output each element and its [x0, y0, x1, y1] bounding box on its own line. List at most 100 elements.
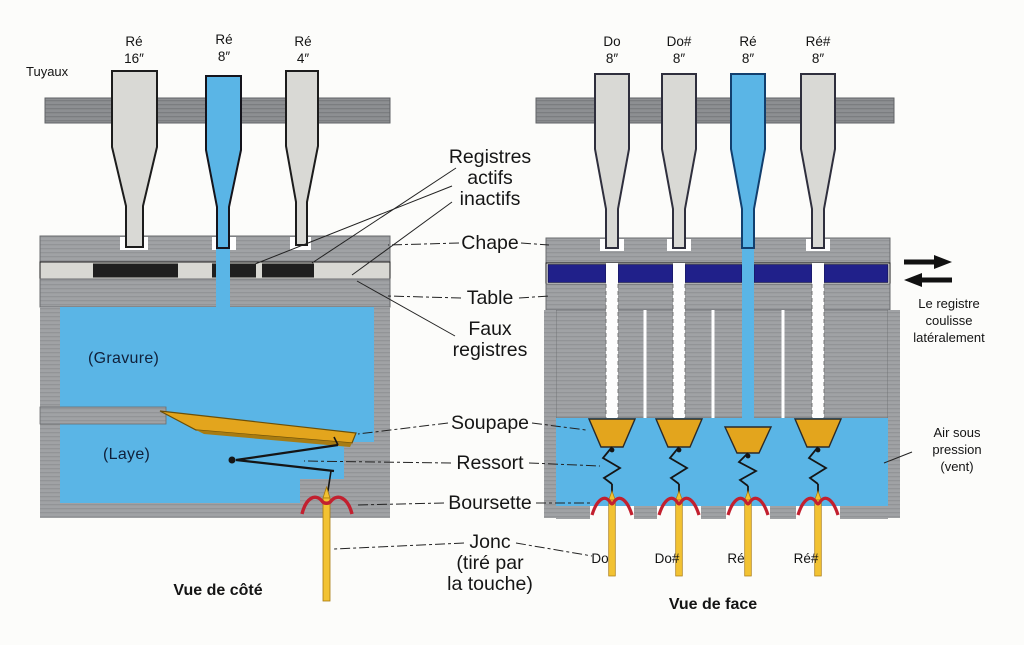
pipe-label: Do# 8″ [647, 33, 711, 67]
pipe-label: Do 8″ [580, 33, 644, 67]
tuyaux-label: Tuyaux [26, 64, 69, 79]
pouch-boursettes [590, 496, 840, 516]
pipe-note: Ré [215, 32, 233, 47]
register-active [262, 263, 314, 278]
jonc-line: (tiré par [456, 552, 524, 574]
chest-floor [556, 506, 888, 519]
pipe-note: Do [603, 34, 621, 49]
pallet-valve [159, 410, 357, 447]
jonc-note-label: Do# [654, 551, 680, 566]
chest-right-wall [888, 310, 900, 518]
table-block [545, 283, 891, 311]
register-slider [547, 264, 607, 283]
pipe-re-4 [285, 70, 319, 246]
air-pressure-note: Air sous pression (vent) [903, 424, 1011, 475]
pipe-re-8-active [205, 75, 242, 249]
slider-note-line: Le registre [918, 296, 980, 311]
pipe-pitch: 8″ [811, 51, 825, 66]
air-pointer-line [883, 451, 913, 464]
pallet-do-sharp [654, 418, 704, 448]
boursette-label: Boursette [448, 492, 532, 514]
pipe-pitch: 16″ [124, 51, 144, 66]
pipe-pitch: 8″ [605, 51, 619, 66]
front-view-caption: Vue de face [668, 596, 758, 613]
pouch-boursette [300, 495, 354, 515]
pipe-pitch: 8″ [741, 51, 755, 66]
pipe-label: Ré# 8″ [786, 33, 850, 67]
jonc-rods [608, 489, 822, 577]
slider-note-line: coulisse [925, 313, 973, 328]
registres-line: actifs [467, 167, 513, 189]
slider-register-row [545, 262, 891, 285]
laye-label: (Laye) [103, 446, 151, 463]
faux-registres-line: Faux [468, 318, 512, 340]
side-view-diagram [39, 70, 391, 602]
side-view-caption: Vue de côté [173, 582, 263, 599]
pallet-do [587, 418, 637, 448]
pallet-valves [587, 418, 843, 454]
registres-label: Registres actifs inactifs [425, 147, 555, 210]
pipe-note: Ré [294, 34, 312, 49]
block-separation [643, 310, 647, 418]
register-slider [617, 264, 674, 283]
pipe-pitch: 8″ [672, 51, 686, 66]
registres-line: inactifs [459, 188, 521, 210]
registres-line: Registres [448, 146, 532, 168]
pipe-re-8-active [730, 73, 766, 249]
rack-board [535, 97, 895, 124]
block-separation [781, 310, 785, 418]
pipe-pitch: 4″ [296, 51, 310, 66]
wind-channel-re [742, 238, 754, 418]
register-active [93, 263, 178, 278]
jonc-note-label: Ré# [793, 551, 819, 566]
air-note-line: pression [932, 442, 982, 457]
soupape-label: Soupape [450, 412, 530, 434]
ressort-label: Ressort [456, 452, 524, 474]
faux-registres-label: Faux registres [425, 319, 555, 361]
table-block [39, 278, 391, 308]
chape-label: Chape [461, 232, 519, 254]
pipe-do-8 [594, 73, 630, 249]
faux-registres-line: registres [452, 339, 528, 361]
register-slider [684, 264, 743, 283]
pallet-re-open [723, 426, 773, 454]
pipe-re-16 [111, 70, 158, 248]
gravure-floor-partition [39, 406, 167, 425]
slider-note-line: latéralement [913, 330, 985, 345]
pipe-pitch: 8″ [217, 49, 231, 64]
laye-floor [40, 503, 303, 518]
slider-direction-note: Le registre coulisse latéralement [893, 295, 1005, 346]
slider-register-row [39, 261, 391, 280]
jonc-rod [322, 485, 331, 602]
register-slider [823, 264, 889, 283]
chest-left-wall [544, 310, 556, 518]
gravure-label: (Gravure) [88, 350, 160, 367]
jonc-label: Jonc (tiré par la touche) [425, 532, 555, 595]
jonc-note-label: Ré [727, 551, 745, 566]
pipe-note: Ré [125, 34, 143, 49]
register-slider [753, 264, 813, 283]
table-label: Table [466, 287, 514, 309]
note-channels [605, 238, 825, 418]
air-note-line: (vent) [940, 459, 974, 474]
chape-block [545, 237, 891, 264]
pipe-label: Ré 8″ [192, 31, 256, 65]
pipe-note: Do# [666, 34, 692, 49]
jonc-line: la touche) [447, 573, 533, 595]
air-note-line: Air sous [933, 425, 981, 440]
jonc-note-label: Do [591, 551, 609, 566]
pipe-note: Ré# [805, 34, 831, 49]
gravure-chamber [60, 307, 374, 505]
wind-channel [216, 237, 230, 308]
pipe-note: Ré [739, 34, 757, 49]
pipe-label: Ré 16″ [102, 33, 166, 67]
pipe-label: Ré 8″ [716, 33, 780, 67]
pointer-lines [249, 167, 601, 557]
jonc-line: Jonc [469, 531, 511, 553]
pallet-re-sharp [793, 418, 843, 448]
pipe-do-sharp-8 [661, 73, 697, 249]
front-view-diagram [535, 73, 952, 577]
pipe-label: Ré 4″ [271, 33, 335, 67]
